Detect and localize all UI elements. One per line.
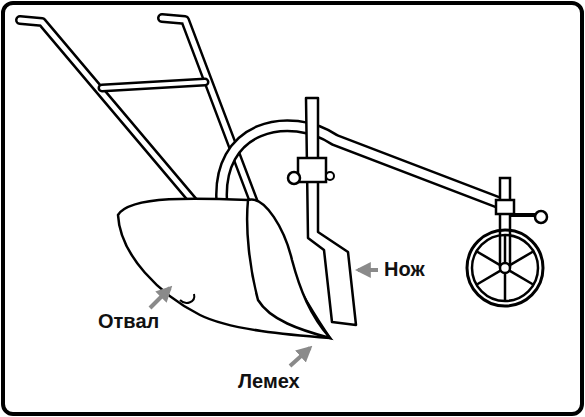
bolt bbox=[288, 172, 300, 184]
wheel bbox=[467, 178, 547, 306]
beam bbox=[222, 126, 505, 205]
coulter bbox=[306, 98, 356, 325]
label-slot: Отвал bbox=[98, 309, 159, 333]
part-label: Отвал bbox=[98, 309, 159, 333]
part-label: Нож bbox=[384, 257, 425, 281]
part-label: Лемех bbox=[238, 369, 300, 393]
label-slot: Лемех bbox=[238, 369, 300, 393]
share-foot bbox=[180, 294, 194, 303]
bolt bbox=[326, 172, 334, 180]
frame bbox=[3, 3, 582, 414]
leader-arrows bbox=[150, 270, 378, 366]
clamp bbox=[298, 158, 326, 182]
label-slot: Нож bbox=[384, 257, 425, 281]
